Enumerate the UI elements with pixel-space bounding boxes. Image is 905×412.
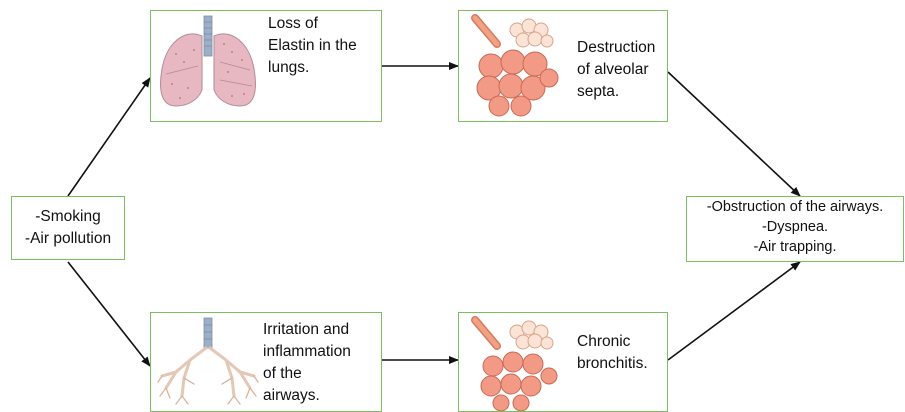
arrow-cause-to-elastin [68,78,150,196]
airway-irritation-line: Irritation and [263,319,351,341]
cause-line: -Smoking [12,206,124,228]
cause-box: -Smoking -Air pollution [11,196,125,260]
airway-irritation-text: Irritation and inflammation of the airwa… [263,319,351,407]
septa-destruction-text: Destruction of alveolar septa. [577,37,655,103]
alveoli-icon [467,316,567,411]
cause-text: -Smoking -Air pollution [12,206,124,250]
arrow-septa-to-outcome [668,72,800,196]
chronic-bronchitis-box: Chronic bronchitis. [458,312,668,412]
airway-irritation-box: Irritation and inflammation of the airwa… [150,312,382,412]
chronic-bronchitis-line: Chronic [577,331,648,353]
bronchial-tree-icon [154,316,262,411]
outcome-line: -Obstruction of the airways. [687,197,903,217]
outcome-box: -Obstruction of the airways. -Dyspnea. -… [686,196,904,262]
chronic-bronchitis-line: bronchitis. [577,353,648,375]
elastin-loss-line: Loss of [268,13,357,35]
lungs-icon [154,14,262,114]
airway-irritation-line: inflammation [263,341,351,363]
arrow-bronchitis-to-outcome [668,262,800,360]
arrow-cause-to-irritation [68,262,150,366]
airway-irritation-line: airways. [263,385,351,407]
elastin-loss-line: Elastin in the [268,35,357,57]
septa-destruction-line: septa. [577,81,655,103]
septa-destruction-line: Destruction [577,37,655,59]
elastin-loss-line: lungs. [268,57,357,79]
outcome-line: -Air trapping. [687,237,903,257]
chronic-bronchitis-text: Chronic bronchitis. [577,331,648,375]
septa-destruction-line: of alveolar [577,59,655,81]
alveoli-icon [467,14,567,118]
outcome-line: -Dyspnea. [687,217,903,237]
elastin-loss-text: Loss of Elastin in the lungs. [268,13,357,79]
cause-line: -Air pollution [12,228,124,250]
outcome-text: -Obstruction of the airways. -Dyspnea. -… [687,197,903,257]
septa-destruction-box: Destruction of alveolar septa. [458,10,668,122]
airway-irritation-line: of the [263,363,351,385]
elastin-loss-box: Loss of Elastin in the lungs. [150,10,382,122]
